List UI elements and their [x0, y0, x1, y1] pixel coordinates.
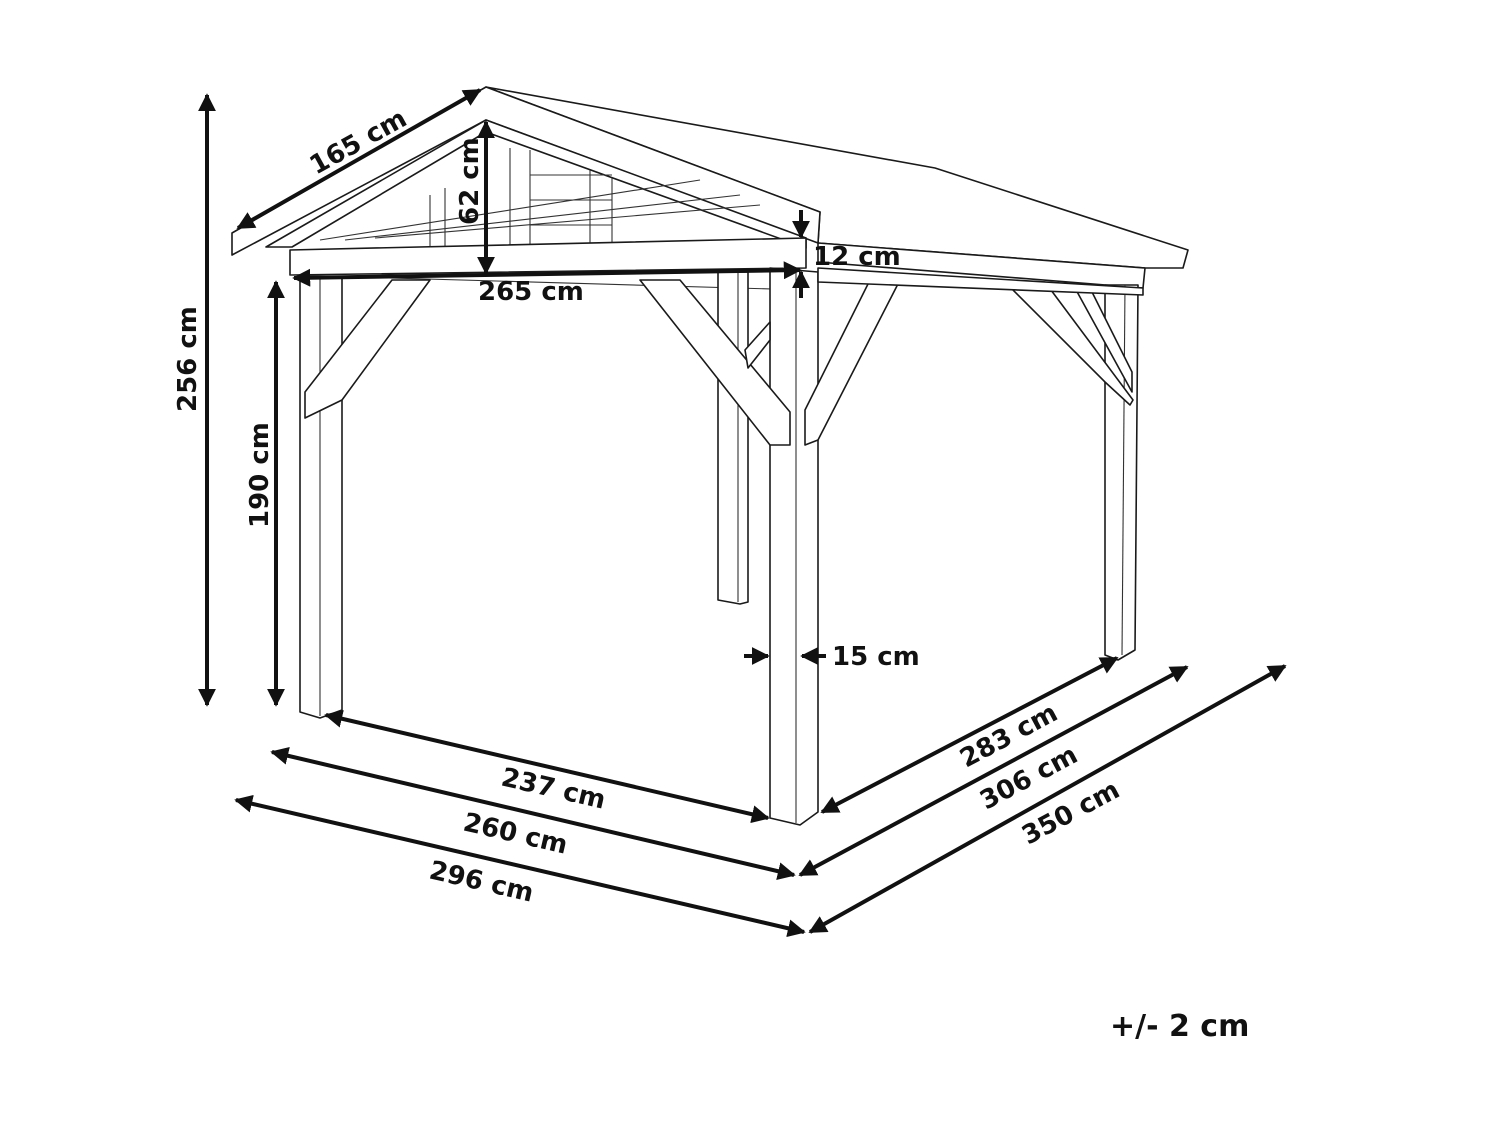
post-front-corner — [769, 267, 819, 826]
dim-line-side-inner — [820, 656, 1119, 814]
label-post-width: 15 cm — [832, 642, 920, 672]
brace-back-middle — [744, 321, 771, 369]
post-front-left — [299, 277, 343, 719]
dim-line-side-roof — [808, 664, 1287, 934]
dim-line-front-roof — [234, 794, 806, 938]
label-post-height: 190 cm — [245, 422, 275, 528]
brace-front-right — [639, 279, 791, 446]
dim-line-roof-front — [292, 261, 802, 287]
label-roof-front: 265 cm — [478, 277, 584, 307]
brace-side-front — [804, 279, 901, 446]
label-front-roof: 296 cm — [426, 856, 536, 909]
roof-right-panel — [485, 86, 1189, 269]
label-front-outer: 260 cm — [460, 808, 570, 861]
dim-line-side-outer — [798, 665, 1189, 877]
side-beam — [817, 267, 1144, 296]
tolerance-note: +/- 2 cm — [1110, 1009, 1249, 1044]
label-total-height: 256 cm — [173, 306, 203, 412]
label-roof-peak: 62 cm — [455, 137, 485, 225]
brace-front-left — [304, 279, 431, 419]
label-fascia-height: 12 cm — [813, 242, 901, 272]
dim-line-roof-slope — [236, 88, 482, 230]
dimension-lines — [198, 88, 1287, 938]
post-back-middle — [717, 271, 749, 605]
